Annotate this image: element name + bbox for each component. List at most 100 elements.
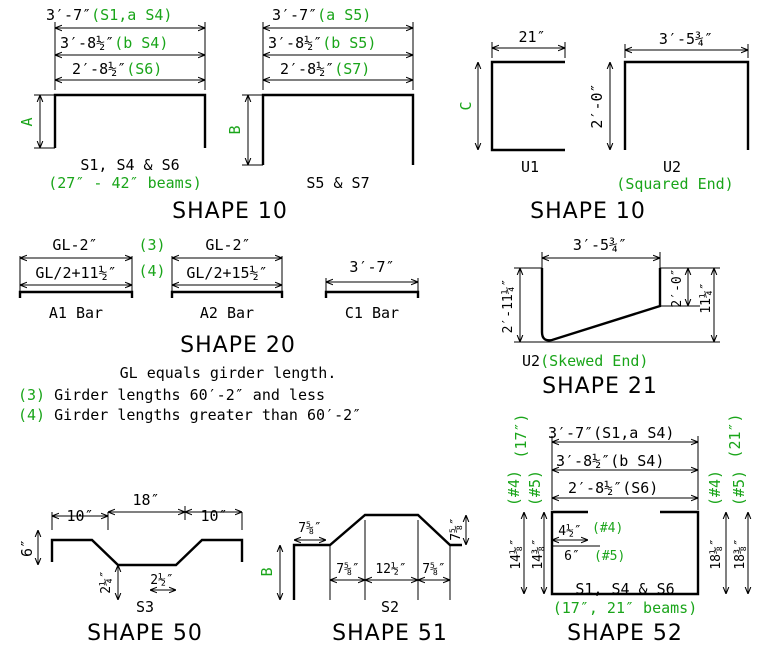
caption: S5 & S7 <box>306 174 369 192</box>
width-3-5-three-quarter: 3′-5¾″ <box>659 30 713 48</box>
side-label-c: C <box>457 101 475 110</box>
svg-text:3′-8½″(b S4): 3′-8½″(b S4) <box>556 452 664 470</box>
shape-52-title: SHAPE 52 <box>567 621 683 646</box>
top-left: 10″ <box>66 507 93 525</box>
note-3-mark: (3) <box>18 386 45 404</box>
left-n5: (#5) <box>526 470 544 506</box>
svg-text:(4) Girder lengths greater tha: (4) Girder lengths greater than 60′-2″ <box>18 406 361 424</box>
right-upper-dim: 2′-0″ <box>670 268 685 307</box>
caption: U2 <box>522 352 540 370</box>
shape-51: 7⅝″ 7⅝″ 7⅝″ 12½″ 7⅝″ B S2 SHAPE 51 <box>258 513 466 646</box>
dim-c: 2′-8½″ <box>568 479 622 497</box>
rise: 2¼″ <box>99 570 114 593</box>
svg-text:2′-8½″(S7): 2′-8½″(S7) <box>280 60 370 78</box>
shape-10-s1-s4-s6: 3′-7″(S1,a S4) 3′-8½″(b S4) 2′-8½″(S6) A… <box>18 6 207 192</box>
dim-3-7: 3′-7″ <box>272 6 317 24</box>
hook-4: 4½″ <box>558 524 581 539</box>
right-slope: 7⅝″ <box>449 517 464 540</box>
dim-a-note: (S1,a S4) <box>593 424 674 442</box>
dim-note: (S6) <box>126 60 162 78</box>
seg-b: 12½″ <box>375 562 406 577</box>
svg-text:3′-7″(S1,a S4): 3′-7″(S1,a S4) <box>46 6 172 24</box>
right-21: (21″) <box>726 413 744 458</box>
shape-10-s5-s7: 3′-7″(a S5) 3′-8½″(b S5) 2′-8½″(S7) B S5… <box>226 6 415 192</box>
caption: S1, S4 & S6 <box>575 580 674 598</box>
seg-a: 7⅝″ <box>336 562 359 577</box>
a1-caption: A1 Bar <box>49 304 103 322</box>
caption-note: (17″, 21″ beams) <box>553 599 698 617</box>
a2-top-dim: GL-2″ <box>205 236 250 254</box>
caption-note: (Squared End) <box>616 175 733 193</box>
a1-top-dim: GL-2″ <box>52 236 97 254</box>
c1-caption: C1 Bar <box>345 304 399 322</box>
a2-caption: A2 Bar <box>200 304 254 322</box>
mark-4: (4) <box>138 262 165 280</box>
svg-text:2′-8½″(S6): 2′-8½″(S6) <box>72 60 162 78</box>
svg-text:2′-8½″(S6): 2′-8½″(S6) <box>568 479 658 497</box>
caption: U1 <box>521 158 539 176</box>
c1-top-dim: 3′-7″ <box>349 258 394 276</box>
flange: 7⅝″ <box>298 521 321 536</box>
mark-3: (3) <box>138 236 165 254</box>
seg-c: 7⅝″ <box>422 562 445 577</box>
width-21: 21″ <box>518 28 545 46</box>
top-mid: 18″ <box>132 491 159 509</box>
dim-3-8-half: 3′-8½″ <box>268 34 322 52</box>
svg-text:3′-8½″(b S4): 3′-8½″(b S4) <box>60 34 168 52</box>
caption-note: (27″ - 42″ beams) <box>48 174 202 192</box>
hook-5: 6″ <box>564 549 580 564</box>
height-2-0: 2′-0″ <box>588 83 606 128</box>
dim-note: (b S5) <box>322 34 376 52</box>
shape-20: GL-2″ GL/2+11½″ A1 Bar (3) (4) GL-2″ GL/… <box>18 236 420 358</box>
drop: 2½″ <box>150 573 173 588</box>
shape-10-title: SHAPE 10 <box>172 199 288 224</box>
caption: S1, S4 & S6 <box>80 156 179 174</box>
shape-10-u2: 3′-5¾″ 2′-0″ U2 (Squared End) <box>588 30 750 193</box>
dim-3-7: 3′-7″ <box>46 6 91 24</box>
dim-note: (b S4) <box>114 34 168 52</box>
notes: GL equals girder length. (3) Girder leng… <box>18 364 361 424</box>
hook-4-note: (#4) <box>592 521 623 536</box>
dim-b: 3′-8½″ <box>556 452 610 470</box>
left-h5: 14⅜″ <box>531 538 546 569</box>
side-label-a: A <box>18 117 36 126</box>
caption: S2 <box>381 598 399 616</box>
shape-52: 3′-7″(S1,a S4) 3′-8½″(b S4) 2′-8½″(S6) 4… <box>505 413 748 646</box>
a1-bottom-dim: GL/2+11½″ <box>35 264 116 282</box>
caption: S3 <box>136 598 154 616</box>
shape-21: 3′-5¾″ 2′-11¼″ 2′-0″ 11¼″ U2(Skewed End)… <box>501 236 720 399</box>
right-h4: 18⅛″ <box>709 538 724 569</box>
shape-10-right-title: SHAPE 10 <box>530 199 646 224</box>
right-h5: 18⅜″ <box>733 538 748 569</box>
dim-note: (S1,a S4) <box>91 6 172 24</box>
shape-50-title: SHAPE 50 <box>87 621 203 646</box>
left-h4: 14⅛″ <box>509 538 524 569</box>
svg-text:3′-8½″(b S5): 3′-8½″(b S5) <box>268 34 376 52</box>
height: 6″ <box>18 539 36 557</box>
a2-bottom-dim: GL/2+15½″ <box>186 264 267 282</box>
dim-2-8-half: 2′-8½″ <box>280 60 334 78</box>
shape-21-title: SHAPE 21 <box>542 374 658 399</box>
svg-text:3′-7″(S1,a S4): 3′-7″(S1,a S4) <box>548 424 674 442</box>
dim-note: (S7) <box>334 60 370 78</box>
shape-20-title: SHAPE 20 <box>180 333 296 358</box>
note-gl: GL equals girder length. <box>120 364 337 382</box>
right-n4: (#4) <box>706 470 724 506</box>
shape-51-title: SHAPE 51 <box>332 621 448 646</box>
caption: U2 <box>663 158 681 176</box>
hook-5-note: (#5) <box>594 549 625 564</box>
dim-a: 3′-7″ <box>548 424 593 442</box>
left-n4: (#4) <box>505 470 523 506</box>
dim-2-8-half: 2′-8½″ <box>72 60 126 78</box>
left-17: (17″) <box>512 413 530 458</box>
side-label-b: B <box>226 125 244 134</box>
svg-text:U2(Skewed End): U2(Skewed End) <box>522 352 648 370</box>
shape-50: 10″ 18″ 10″ 6″ 2¼″ 2½″ S3 SHAPE 50 <box>18 491 244 646</box>
right-n5: (#5) <box>730 470 748 506</box>
note-3-text: Girder lengths 60′-2″ and less <box>54 386 325 404</box>
note-4-text: Girder lengths greater than 60′-2″ <box>54 406 361 424</box>
right-lower-dim: 11¼″ <box>699 282 714 313</box>
svg-text:(3) Girder lengths 60′-2″ and: (3) Girder lengths 60′-2″ and less <box>18 386 325 404</box>
shape-10-u1: 21″ C U1 <box>457 28 566 176</box>
